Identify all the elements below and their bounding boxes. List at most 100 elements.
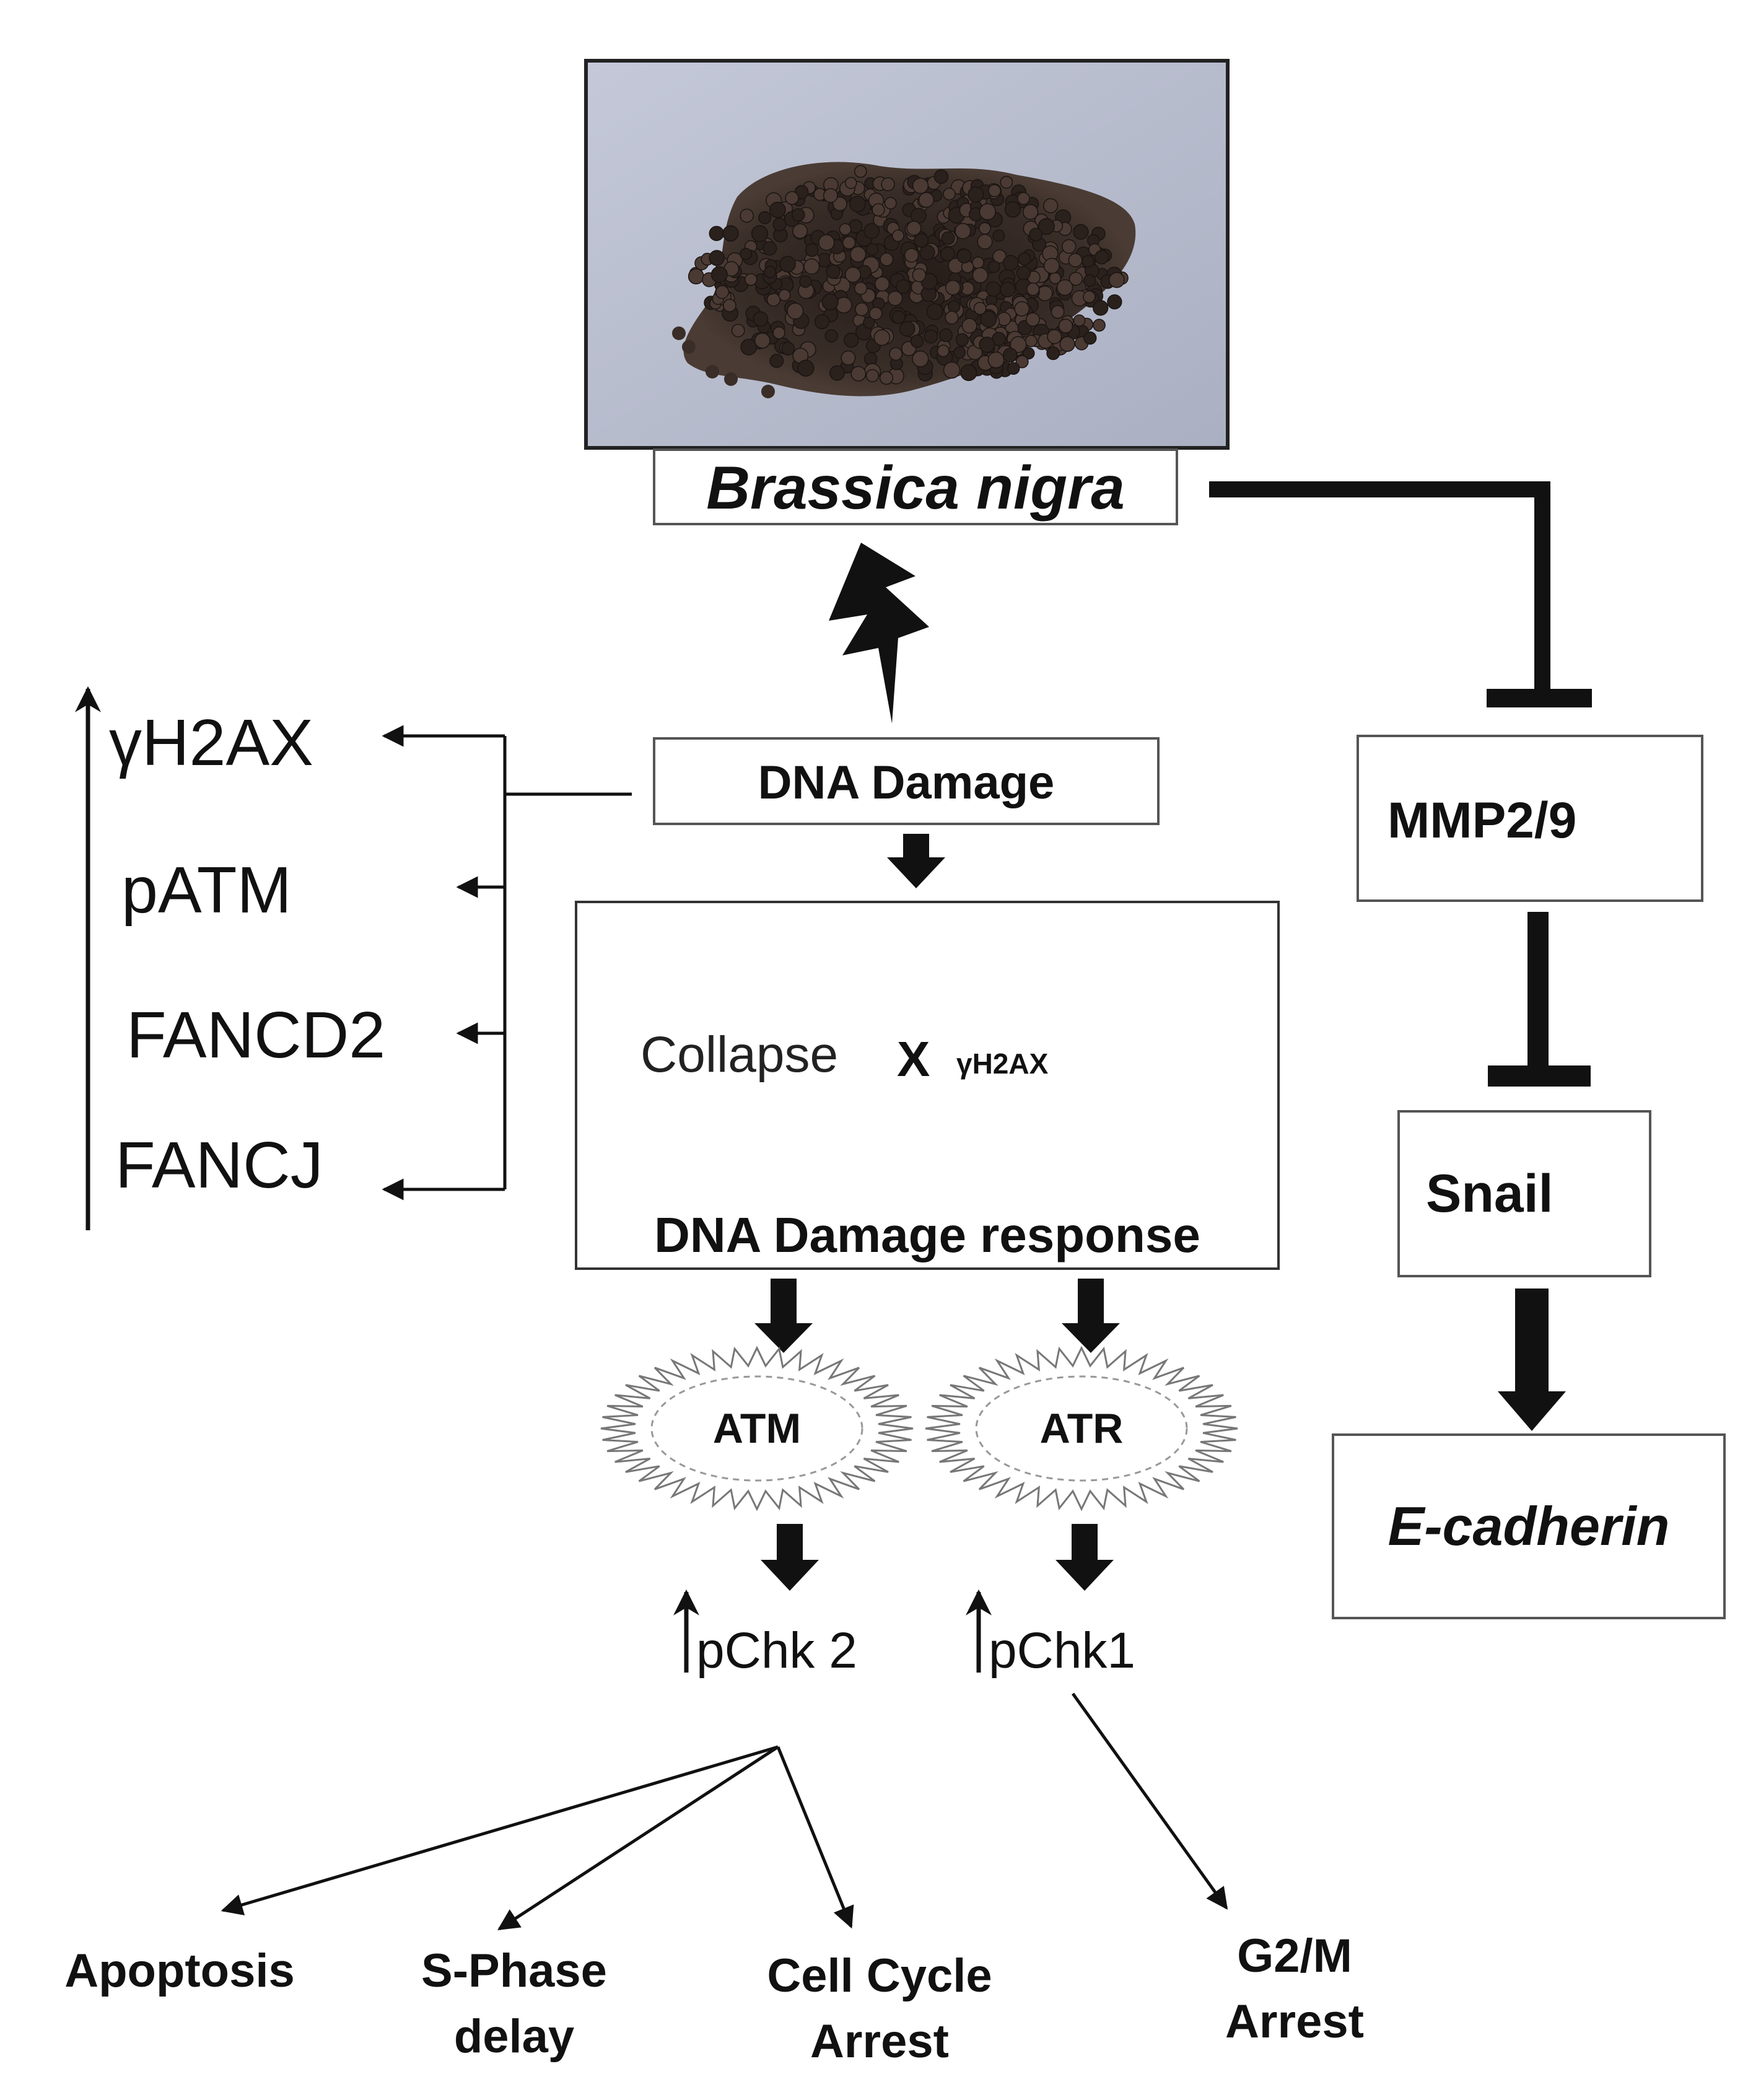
seed-dot	[1082, 255, 1095, 268]
seed-dot	[1047, 329, 1062, 344]
seed-dot	[855, 302, 869, 317]
seed-dot	[1029, 227, 1043, 242]
seed-dot	[1073, 224, 1089, 240]
seed-dot	[884, 196, 897, 210]
inhibition-bar-mmp	[1487, 689, 1592, 707]
seed-dot	[1000, 175, 1013, 189]
seed-dot	[772, 326, 785, 339]
seed-dot	[824, 329, 838, 343]
seed-dot	[731, 323, 745, 338]
seed-dot	[968, 186, 984, 203]
atr-starburst	[925, 1345, 1238, 1512]
dna-damage-box	[653, 737, 1160, 825]
seed-dot	[854, 165, 867, 178]
inhibition-line-snail	[1527, 912, 1549, 1070]
seed-dot	[912, 177, 929, 195]
seed-dot	[869, 307, 883, 320]
seed-dot	[740, 338, 758, 356]
seed-dot	[1093, 300, 1109, 316]
seed-dot	[842, 236, 856, 250]
seed-dot	[722, 225, 739, 242]
seed-dot	[715, 285, 730, 299]
fork-collapse-x-mark: X	[897, 1031, 930, 1087]
pchk2-label: pChk 2	[696, 1622, 857, 1679]
inhibition-bar-snail	[1488, 1065, 1591, 1087]
thick-arrow-ddr-atm	[754, 1279, 813, 1353]
outcome-apoptosis: Apoptosis	[64, 1945, 295, 1997]
seed-dot	[1068, 271, 1083, 286]
seed-dot	[919, 245, 935, 261]
seed-dot	[826, 264, 841, 279]
thick-arrow-atr-pchk1	[1055, 1524, 1114, 1591]
seed-dot	[799, 275, 812, 288]
seed-dot	[1000, 281, 1016, 297]
seed-dot	[723, 299, 736, 313]
seed-dot	[941, 231, 955, 245]
seed-dot	[980, 310, 997, 328]
seed-dot	[987, 260, 1000, 273]
seed-dot	[943, 361, 961, 379]
marker-fancd2: FANCD2	[126, 999, 386, 1072]
seed-dot	[865, 243, 879, 256]
seed-dot	[1083, 290, 1096, 304]
seed-dot	[961, 318, 977, 334]
seed-dot	[943, 187, 956, 201]
pchk1-outcome-arrow	[1071, 1692, 1228, 1910]
seed-dot	[1043, 258, 1060, 274]
seed-dot	[872, 203, 885, 217]
ecadherin-label: E-cadherin	[1387, 1495, 1670, 1557]
seed-dot	[865, 369, 880, 383]
seed-dot	[1022, 204, 1039, 220]
dna-damage-label: DNA Damage	[758, 756, 1055, 809]
seed-dot	[1017, 192, 1030, 205]
seed-dot	[1016, 266, 1031, 281]
seed-dot	[904, 248, 919, 263]
seed-dot	[761, 385, 775, 398]
seed-dot	[803, 258, 820, 275]
atr-label: ATR	[1039, 1405, 1124, 1452]
seed-dot	[821, 293, 839, 310]
seed-dot	[763, 241, 777, 256]
seed-dot	[814, 314, 830, 330]
seed-dot	[1007, 362, 1020, 375]
outcome-sphase-line2: delay	[453, 2010, 575, 2063]
seed-dot	[889, 347, 903, 361]
seed-dot	[769, 201, 786, 219]
marker-bracket	[382, 725, 632, 1201]
seed-dot	[1056, 279, 1073, 296]
brassica-nigra-label-box	[653, 448, 1178, 525]
seed-dot	[945, 279, 961, 295]
snail-label: Snail	[1426, 1164, 1554, 1223]
seed-dot	[863, 223, 880, 239]
seed-dot	[781, 341, 795, 356]
seed-dot	[829, 365, 845, 381]
seed-dot	[744, 273, 758, 286]
seed-dot	[1014, 301, 1030, 317]
seed-dot	[751, 225, 769, 242]
seed-dot	[1018, 252, 1031, 266]
seed-dot	[1061, 239, 1077, 254]
seed-dot	[1026, 282, 1040, 296]
seed-dot	[792, 208, 805, 222]
seed-dot	[839, 223, 852, 235]
snail-box	[1397, 1110, 1651, 1277]
seed-dot	[896, 279, 911, 294]
thick-arrow-snail-ecadherin	[1498, 1288, 1566, 1431]
seed-dot	[1059, 336, 1075, 352]
seed-dot	[850, 365, 867, 382]
seed-dot	[818, 234, 835, 251]
seed-dot	[1109, 272, 1125, 288]
seed-dot	[1107, 294, 1122, 310]
seed-dot	[926, 303, 943, 320]
seed-dot	[918, 192, 935, 208]
seed-dot	[1051, 305, 1065, 319]
seed-dot	[832, 196, 847, 211]
seed-dot	[769, 354, 784, 368]
dna-damage-response-label: DNA Damage response	[654, 1207, 1200, 1262]
outcome-g2m-line1: G2/M	[1237, 1930, 1352, 1982]
seed-dot	[753, 311, 769, 327]
seed-dot	[912, 350, 929, 367]
seed-dot	[1073, 314, 1086, 327]
seed-dot	[912, 268, 927, 282]
